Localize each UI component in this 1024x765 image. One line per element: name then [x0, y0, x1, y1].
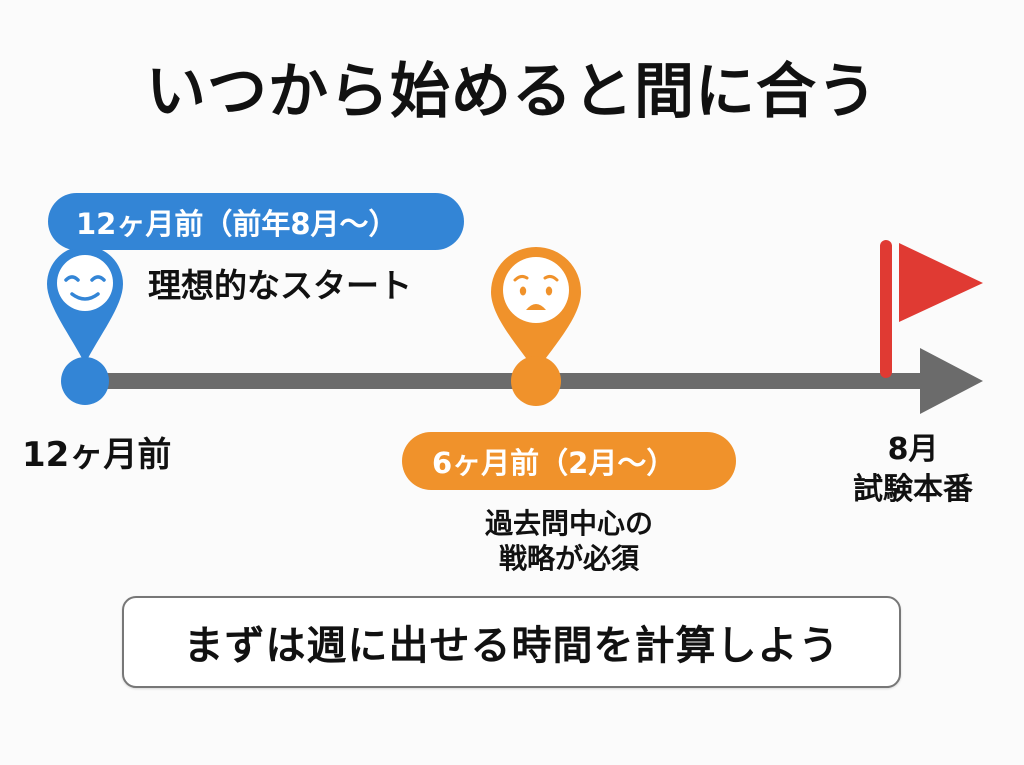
- exam-month-label: 8月: [887, 432, 939, 467]
- exam-day-label: 試験本番: [853, 472, 973, 507]
- twelve-months-pill-label: 12ヶ月前（前年8月〜）: [76, 206, 398, 241]
- page-title: いつから始めると間に合う: [146, 57, 878, 127]
- six-months-note: 過去問中心の 戦略が必須: [402, 506, 736, 576]
- twelve-months-axis-label: 12ヶ月前: [22, 435, 172, 475]
- exam-axis-label: 8月 試験本番: [820, 430, 1006, 510]
- arrow-right-icon: [85, 348, 983, 414]
- goal-flag-icon: [880, 240, 983, 378]
- six-months-note-line-2: 戦略が必須: [498, 542, 639, 575]
- ideal-start-note: 理想的なスタート: [148, 266, 412, 305]
- six-months-pill: 6ヶ月前（2月〜）: [402, 432, 736, 490]
- six-months-note-line-1: 過去問中心の: [484, 507, 653, 540]
- six-months-pill-label: 6ヶ月前（2月〜）: [432, 446, 676, 480]
- relaxed-face-icon: [47, 246, 123, 405]
- callout-box: まずは週に出せる時間を計算しよう: [122, 596, 901, 688]
- twelve-months-pill: 12ヶ月前（前年8月〜）: [48, 193, 464, 250]
- worried-face-icon: [491, 247, 581, 406]
- callout-text: まずは週に出せる時間を計算しよう: [183, 623, 840, 669]
